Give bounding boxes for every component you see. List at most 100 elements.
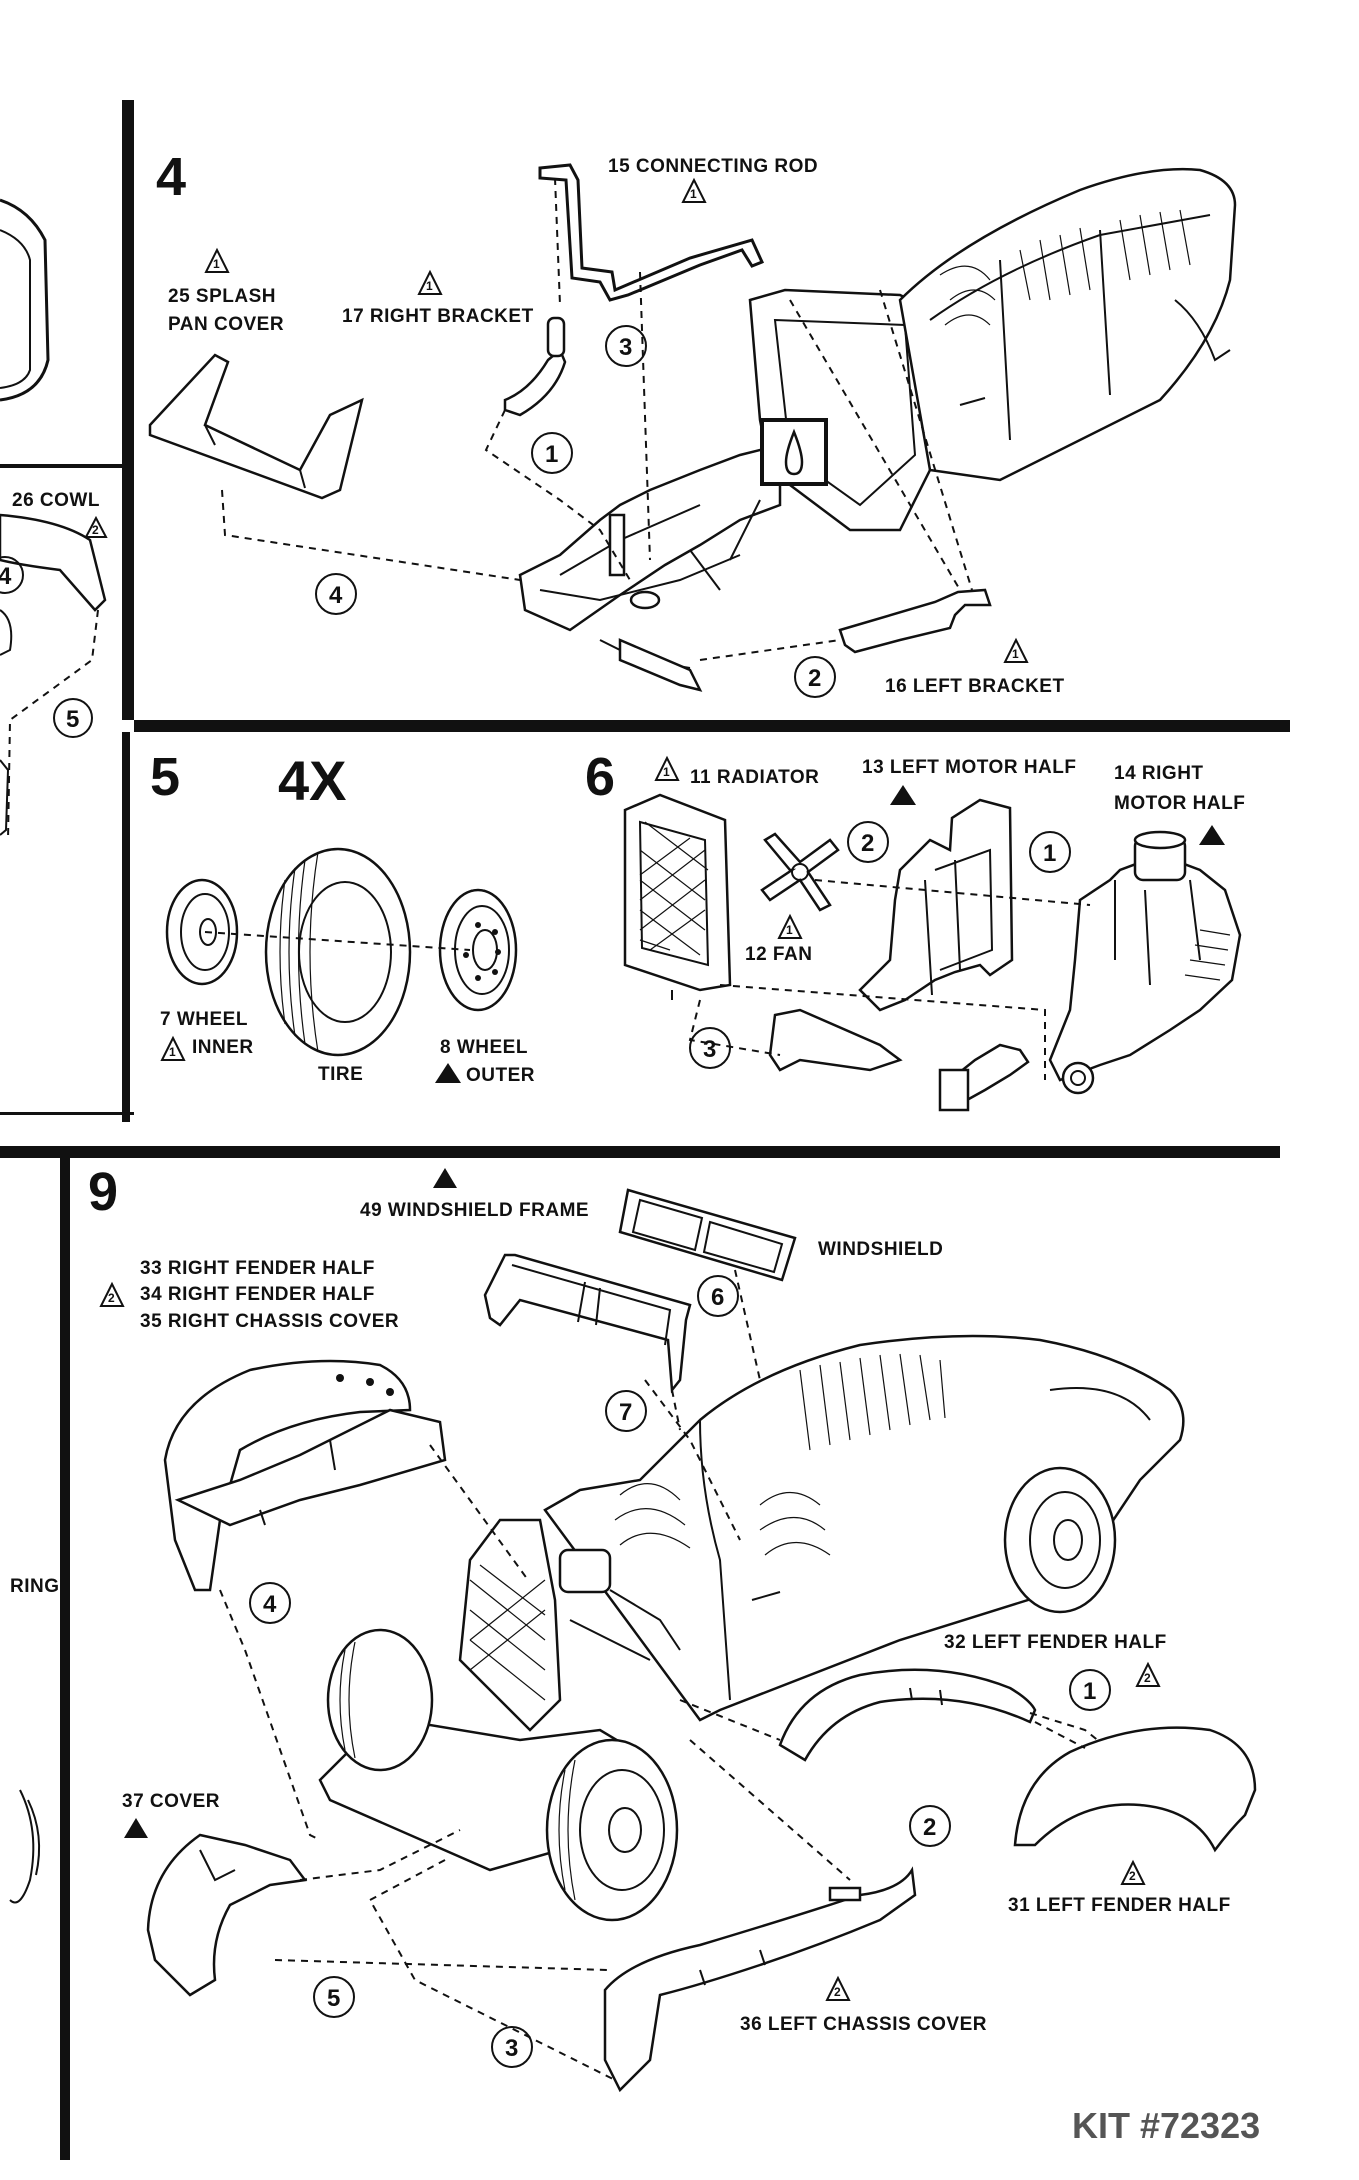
triangle-marker: 2	[1135, 1661, 1161, 1687]
part-11-label: 11 RADIATOR	[690, 767, 819, 788]
step4-circle-1: 1	[531, 432, 573, 474]
part-7-label: 7 WHEEL	[160, 1009, 248, 1030]
step6-circle-2: 2	[847, 821, 889, 863]
fuel-badge	[760, 418, 828, 486]
step-6-number: 6	[585, 747, 615, 807]
triangle-marker: 2	[825, 1975, 851, 2001]
step-circle-4	[0, 556, 24, 594]
svg-text:1: 1	[786, 923, 793, 937]
svg-text:1: 1	[1012, 647, 1019, 661]
step-6: 6 1 11 RADIATOR 13 LEFT MOTOR HALF 14 RI…	[585, 747, 1245, 1112]
part-7-label-2: INNER	[192, 1037, 254, 1058]
part-16-label: 16 LEFT BRACKET	[885, 676, 1065, 697]
car-chassis-step4	[518, 167, 1237, 692]
step4-circle-4: 4	[315, 573, 357, 615]
step-9: 9 49 WINDSHIELD FRAME WINDSHIELD 33 RIGH…	[88, 1162, 1257, 2093]
kit-number: KIT #72323	[1072, 2105, 1260, 2146]
svg-text:4: 4	[329, 582, 343, 609]
step4-circle-2: 2	[794, 656, 836, 698]
svg-text:1: 1	[1043, 840, 1056, 867]
step-5-number: 5	[150, 747, 180, 807]
tire	[264, 847, 412, 1057]
triangle-marker: 1	[1003, 637, 1029, 663]
svg-text:1: 1	[663, 765, 670, 779]
step-circle-5	[53, 698, 93, 738]
svg-text:1: 1	[213, 257, 220, 271]
svg-text:1: 1	[1083, 1678, 1096, 1705]
svg-text:2: 2	[92, 523, 99, 537]
fan	[760, 832, 840, 912]
left-fender-32	[778, 1668, 1037, 1762]
svg-text:2: 2	[808, 665, 821, 692]
triangle-marker: 2	[84, 515, 108, 538]
part-12-label: 12 FAN	[745, 944, 812, 965]
left-bracket	[838, 588, 992, 654]
part-33-label: 33 RIGHT FENDER HALF	[140, 1258, 375, 1279]
cover-37	[146, 1833, 308, 1997]
right-motor-half	[938, 830, 1242, 1112]
svg-text:6: 6	[711, 1284, 724, 1311]
svg-text:3: 3	[505, 2035, 518, 2062]
ring-label: RING	[10, 1576, 60, 1597]
left-motor-half	[768, 798, 1014, 1072]
part-14-label: 14 RIGHT	[1114, 763, 1204, 784]
svg-text:2: 2	[1144, 1671, 1151, 1685]
frame-lines	[0, 100, 1290, 2160]
svg-text:1: 1	[169, 1045, 176, 1059]
step9-circle-7: 7	[605, 1390, 647, 1432]
step-4: 4 1 25 SPLASH PAN COVER 1 17 RIGHT BRACK…	[148, 147, 1237, 698]
cowl-part	[0, 513, 107, 612]
part-34-label: 34 RIGHT FENDER HALF	[140, 1284, 375, 1305]
part-8-label: 8 WHEEL	[440, 1037, 528, 1058]
svg-text:5: 5	[66, 706, 79, 733]
svg-text:2: 2	[923, 1814, 936, 1841]
solid-triangle-marker	[433, 1168, 457, 1188]
part-25-label-2: PAN COVER	[168, 314, 284, 335]
part-36-label: 36 LEFT CHASSIS COVER	[740, 2014, 987, 2035]
right-fender	[163, 1359, 447, 1592]
part-26-label: 26 COWL	[12, 490, 100, 511]
step9-circle-6: 6	[697, 1275, 739, 1317]
part-25-label: 25 SPLASH	[168, 286, 276, 307]
left-chassis-cover	[603, 1866, 917, 2093]
svg-text:5: 5	[327, 1985, 340, 2012]
step-5: 5 4X 7 WHEEL 1 INNER TIR	[150, 747, 535, 1086]
tire-label: TIRE	[318, 1064, 363, 1085]
left-fender-31	[1013, 1726, 1257, 1853]
right-bracket	[503, 347, 567, 417]
solid-triangle-marker	[435, 1063, 461, 1083]
triangle-marker: 1	[417, 269, 443, 295]
part-49-label: 49 WINDSHIELD FRAME	[360, 1200, 589, 1221]
left-strip: 26 COWL 2 4 5 RING	[0, 198, 108, 1904]
connecting-rod	[538, 163, 765, 302]
part-8-label-2: OUTER	[466, 1065, 535, 1086]
step-5-quantity: 4X	[278, 749, 347, 812]
step6-circle-1: 1	[1029, 831, 1071, 873]
step9-circle-2: 2	[909, 1805, 951, 1847]
wheel-outer	[438, 888, 518, 1012]
svg-text:2: 2	[108, 1291, 115, 1305]
windshield-glass	[618, 1188, 797, 1282]
triangle-marker: 2	[99, 1281, 125, 1307]
solid-triangle-marker	[1199, 825, 1225, 845]
step6-circle-3: 3	[689, 1027, 731, 1069]
step9-circle-4: 4	[249, 1582, 291, 1624]
svg-text:4: 4	[0, 563, 12, 590]
solid-triangle-marker	[890, 785, 916, 805]
wheel-inner	[165, 878, 239, 986]
step4-circle-3: 3	[605, 325, 647, 367]
triangle-marker: 1	[777, 913, 803, 939]
step-4-number: 4	[156, 147, 186, 207]
triangle-marker: 1	[204, 247, 230, 273]
car-body-step9	[318, 1334, 1185, 1922]
part-35-label: 35 RIGHT CHASSIS COVER	[140, 1311, 399, 1332]
step9-circle-1: 1	[1069, 1669, 1111, 1711]
triangle-marker: 2	[1120, 1859, 1146, 1885]
part-32-label: 32 LEFT FENDER HALF	[944, 1632, 1167, 1653]
svg-text:2: 2	[1129, 1869, 1136, 1883]
svg-text:2: 2	[834, 1985, 841, 1999]
step-9-number: 9	[88, 1162, 118, 1222]
windshield-frame	[483, 1253, 692, 1394]
radiator	[623, 793, 732, 1000]
step9-circle-5: 5	[313, 1976, 355, 2018]
